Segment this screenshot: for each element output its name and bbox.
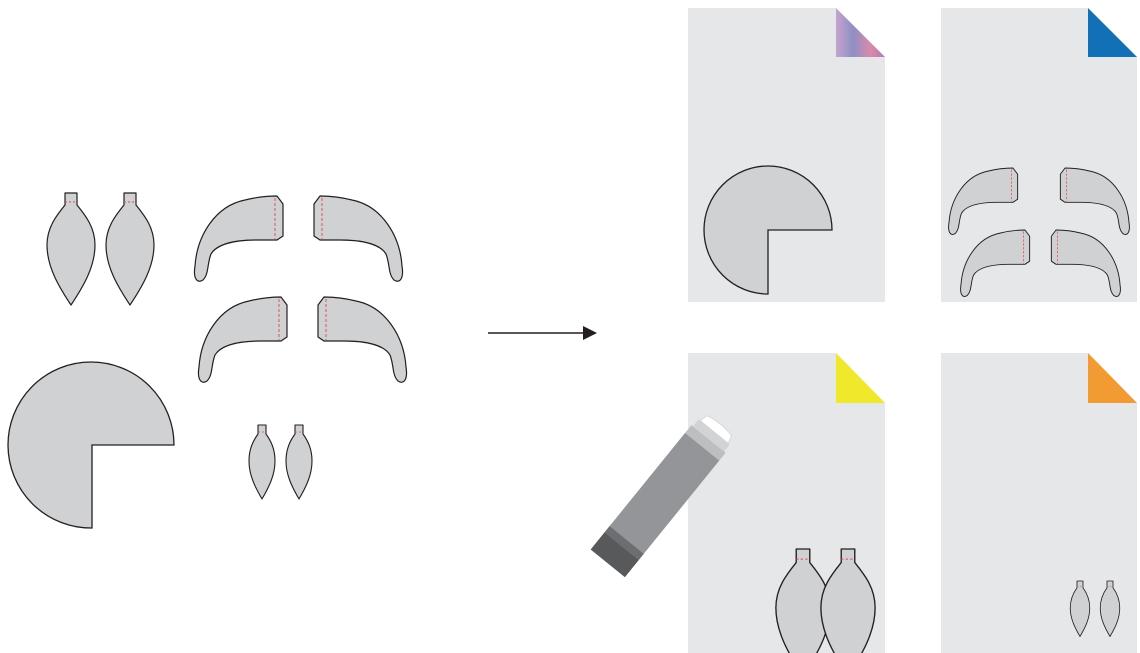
arrow-right-icon <box>488 326 597 340</box>
sheet-small-ears <box>941 353 1137 653</box>
loose-ear-small-right <box>286 425 312 499</box>
loose-brow-top-right <box>314 196 403 281</box>
loose-ear-large-right <box>106 193 154 305</box>
loose-brow-bottom-left <box>198 297 287 382</box>
loose-pie-piece <box>8 362 174 528</box>
sheet-pie-corner <box>836 8 885 57</box>
sheet-brows-corner <box>1088 8 1137 57</box>
loose-pieces-group <box>8 193 407 528</box>
sheet-brows <box>941 8 1137 302</box>
sheet-large-ears-corner <box>836 353 885 403</box>
loose-ear-large-left <box>47 193 95 305</box>
sheet-pie <box>688 8 885 302</box>
loose-ear-small-left <box>249 425 275 499</box>
loose-brow-bottom-right <box>318 297 407 382</box>
loose-brow-top-left <box>194 196 283 281</box>
sheet-small-ears-corner <box>1088 353 1137 403</box>
sheet-large-ears <box>688 353 885 653</box>
